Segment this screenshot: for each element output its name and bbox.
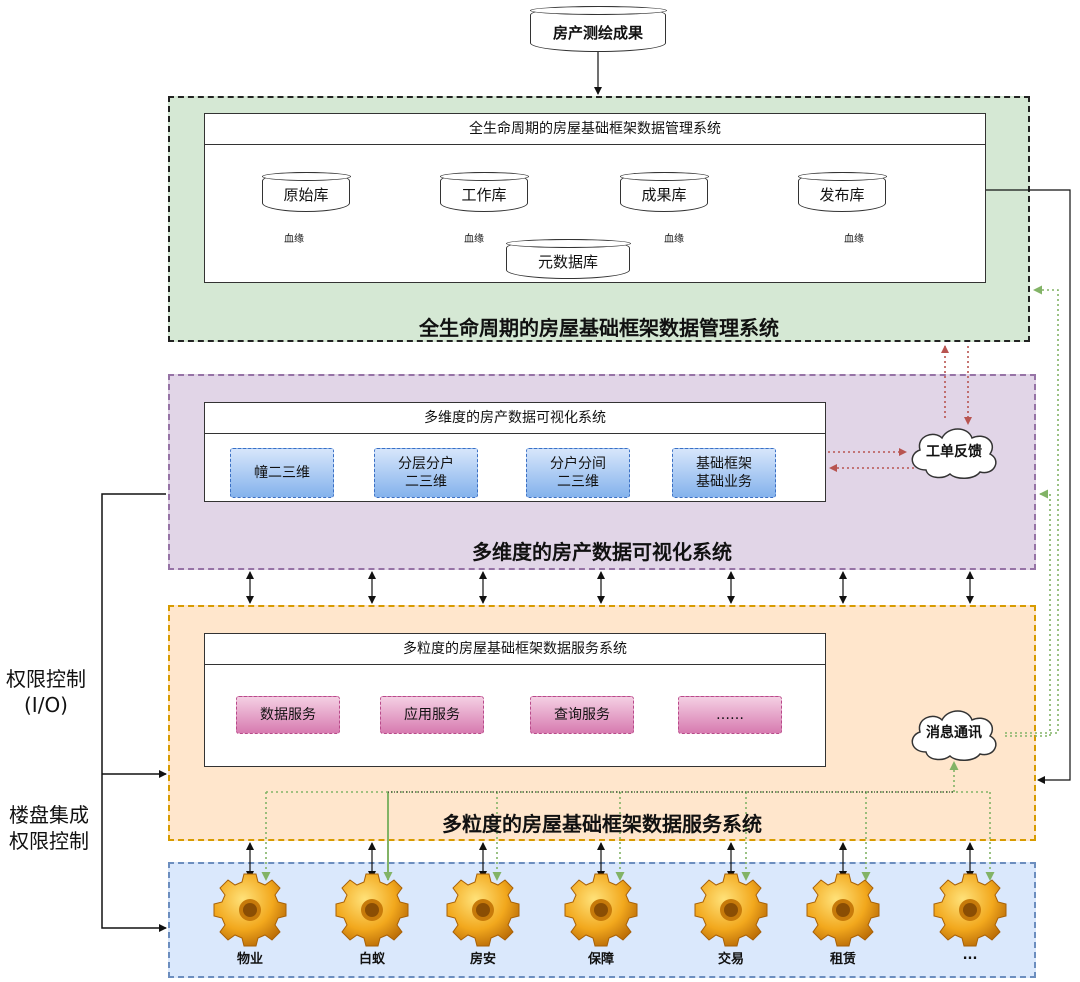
result-db: 成果库 [619, 171, 709, 212]
vis-card-floor-unit: 分层分户 二三维 [374, 448, 478, 498]
visualization-title: 多维度的房产数据可视化系统 [472, 540, 732, 564]
feedback-cloud-icon [911, 428, 997, 479]
data-management-panel-title: 全生命周期的房屋基础框架数据管理系统 [205, 114, 985, 145]
work-db-label: 工作库 [461, 186, 507, 204]
app-label-housing-safety: 房安 [469, 952, 496, 967]
service-card-query: 查询服务 [530, 696, 634, 734]
app-label-property: 物业 [236, 952, 263, 967]
metadata-db: 元数据库 [505, 238, 631, 279]
lineage-label-2: 血缘 [464, 234, 484, 245]
publish-db: 发布库 [797, 171, 887, 212]
data-service-panel-title: 多粒度的房屋基础框架数据服务系统 [205, 634, 825, 665]
publish-db-label: 发布库 [819, 186, 865, 204]
app-label-termite: 白蚁 [358, 952, 385, 967]
vis-card-unit-room: 分户分间 二三维 [526, 448, 630, 498]
service-card-more: …… [678, 696, 782, 734]
source-survey-label: 房产测绘成果 [552, 24, 643, 42]
vis-card-building: 幢二三维 [230, 448, 334, 498]
permission-control-label: 权限控制 (I/O) [6, 667, 86, 717]
app-label-guarantee: 保障 [587, 952, 614, 967]
service-card-data: 数据服务 [236, 696, 340, 734]
source-survey-db: 房产测绘成果 [529, 5, 667, 52]
lineage-label-4: 血缘 [844, 234, 864, 245]
raw-db: 原始库 [261, 171, 351, 212]
app-label-more: ... [962, 948, 978, 963]
message-cloud-label: 消息通讯 [926, 725, 982, 741]
service-card-application: 应用服务 [380, 696, 484, 734]
vis-card-basic-business: 基础框架 基础业务 [672, 448, 776, 498]
app-label-rental: 租赁 [829, 952, 856, 967]
raw-db-label: 原始库 [283, 186, 329, 204]
app-label-transaction: 交易 [717, 952, 744, 967]
feedback-cloud-label: 工单反馈 [926, 444, 982, 460]
message-cloud-icon [911, 710, 997, 761]
visualization-panel-title: 多维度的房产数据可视化系统 [205, 403, 825, 434]
data-management-title: 全生命周期的房屋基础框架数据管理系统 [419, 316, 779, 340]
estate-permission-label: 楼盘集成 权限控制 [9, 803, 89, 853]
data-service-title: 多粒度的房屋基础框架数据服务系统 [442, 812, 762, 836]
metadata-db-label: 元数据库 [537, 253, 598, 271]
lineage-label-3: 血缘 [664, 234, 684, 245]
work-db: 工作库 [439, 171, 529, 212]
result-db-label: 成果库 [641, 186, 687, 204]
lineage-label-1: 血缘 [284, 234, 304, 245]
